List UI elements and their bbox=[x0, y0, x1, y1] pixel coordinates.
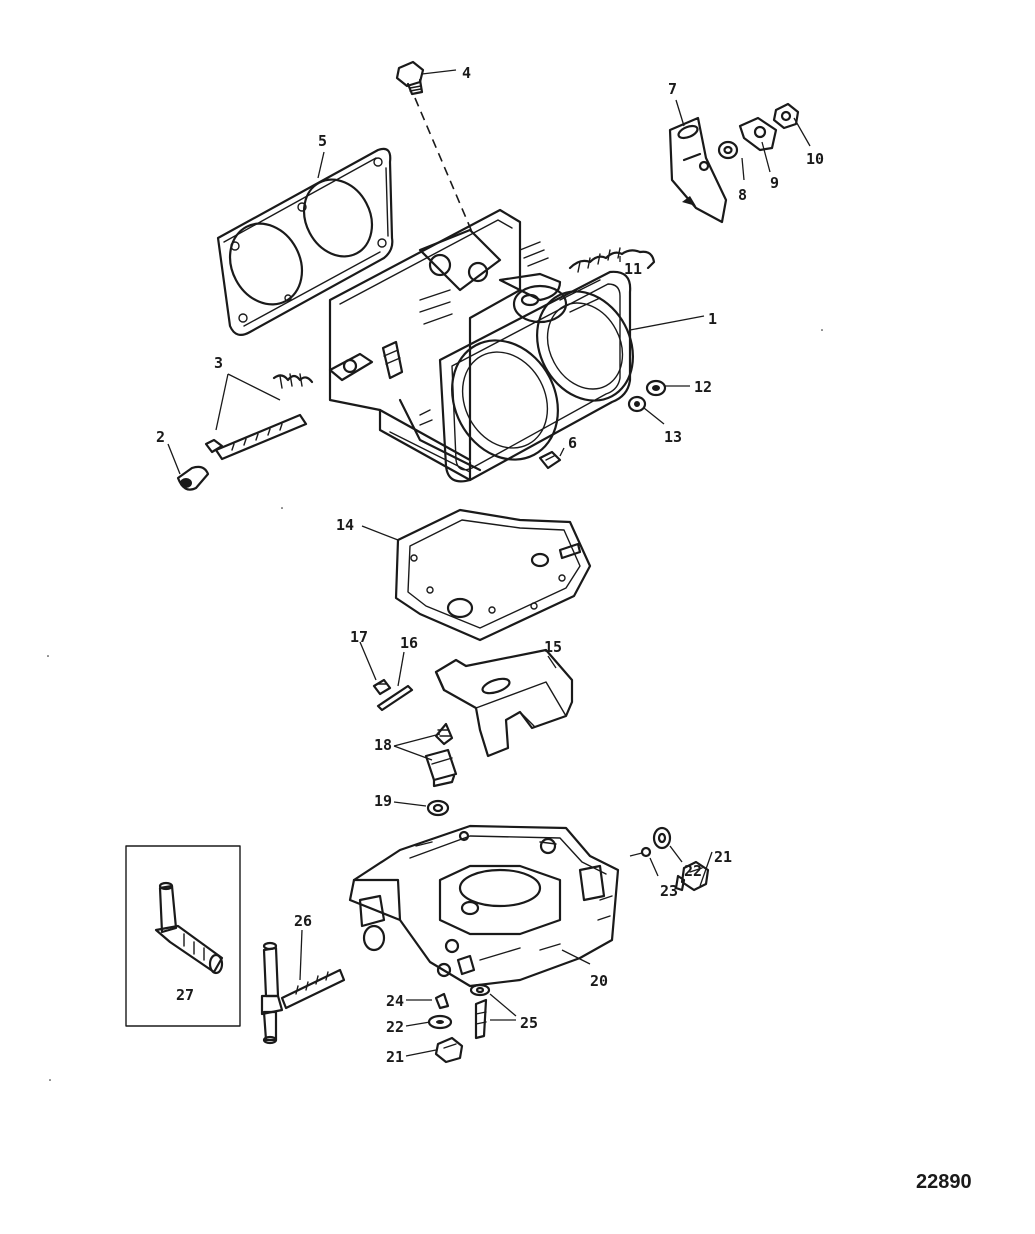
fuel-bowl-part-20 bbox=[348, 824, 620, 988]
callout-4: 4 bbox=[462, 64, 471, 82]
callout-1: 1 bbox=[708, 310, 717, 328]
callout-12: 12 bbox=[694, 378, 712, 396]
callout-16: 16 bbox=[400, 634, 418, 652]
callout-17: 17 bbox=[350, 628, 368, 646]
callout-2: 2 bbox=[156, 428, 165, 446]
screw-part-4 bbox=[395, 60, 473, 233]
callout-11: 11 bbox=[624, 260, 642, 278]
callout-25: 25 bbox=[520, 1014, 538, 1032]
ball-part-23 bbox=[629, 846, 652, 858]
cap-part-2 bbox=[176, 465, 210, 491]
callout-13: 13 bbox=[664, 428, 682, 446]
jet-part-24 bbox=[434, 992, 450, 1010]
idle-screw-part-3 bbox=[204, 373, 314, 461]
plug-part-21-lower bbox=[434, 1036, 464, 1064]
washer-part-22-right bbox=[652, 826, 672, 850]
clip-part-17 bbox=[372, 678, 392, 696]
callout-19: 19 bbox=[374, 792, 392, 810]
callout-labels: 1 2 3 4 5 6 7 8 9 10 11 12 13 14 15 16 1… bbox=[156, 64, 824, 1066]
callout-22-right: 22 bbox=[684, 862, 702, 880]
callout-5: 5 bbox=[318, 132, 327, 150]
fitting-part-26 bbox=[260, 941, 346, 1045]
bracket-part-7 bbox=[668, 116, 728, 224]
nut-part-10 bbox=[772, 102, 800, 130]
gasket-part-5 bbox=[216, 147, 394, 337]
callout-3: 3 bbox=[214, 354, 223, 372]
float-part-15 bbox=[434, 648, 574, 758]
callout-21-lower: 21 bbox=[386, 1048, 404, 1066]
washer-part-22-lower bbox=[427, 1014, 453, 1030]
callout-21-right: 21 bbox=[714, 848, 732, 866]
callout-20: 20 bbox=[590, 972, 608, 990]
callout-9: 9 bbox=[770, 174, 779, 192]
leader-lines bbox=[167, 69, 811, 1057]
spring-part-11 bbox=[568, 247, 656, 273]
figure-number: 22890 bbox=[916, 1171, 972, 1193]
needle-seat-part-18 bbox=[424, 722, 458, 788]
callout-8: 8 bbox=[738, 186, 747, 204]
plug-part-21-right bbox=[674, 860, 710, 892]
clip-part-9 bbox=[738, 116, 778, 152]
callout-7: 7 bbox=[668, 80, 677, 98]
washer-part-19 bbox=[426, 799, 450, 817]
callout-23: 23 bbox=[660, 882, 678, 900]
scan-specks bbox=[47, 329, 823, 1081]
callout-18: 18 bbox=[374, 736, 392, 754]
gasket-part-14 bbox=[394, 508, 592, 642]
plug-part-6 bbox=[538, 450, 562, 470]
pin-part-16 bbox=[376, 684, 414, 712]
nuts-parts-12-13 bbox=[627, 379, 667, 413]
throttle-body-part-1 bbox=[328, 208, 635, 483]
callout-27: 27 bbox=[176, 986, 194, 1004]
callout-6: 6 bbox=[568, 434, 577, 452]
washer-part-8 bbox=[717, 140, 739, 160]
callout-10: 10 bbox=[806, 150, 824, 168]
inset-box-part-27 bbox=[125, 845, 241, 1027]
callout-15: 15 bbox=[544, 638, 562, 656]
callout-26: 26 bbox=[294, 912, 312, 930]
screw-part-25 bbox=[469, 983, 491, 1040]
callout-22-lower: 22 bbox=[386, 1018, 404, 1036]
callout-14: 14 bbox=[336, 516, 354, 534]
callout-24: 24 bbox=[386, 992, 404, 1010]
